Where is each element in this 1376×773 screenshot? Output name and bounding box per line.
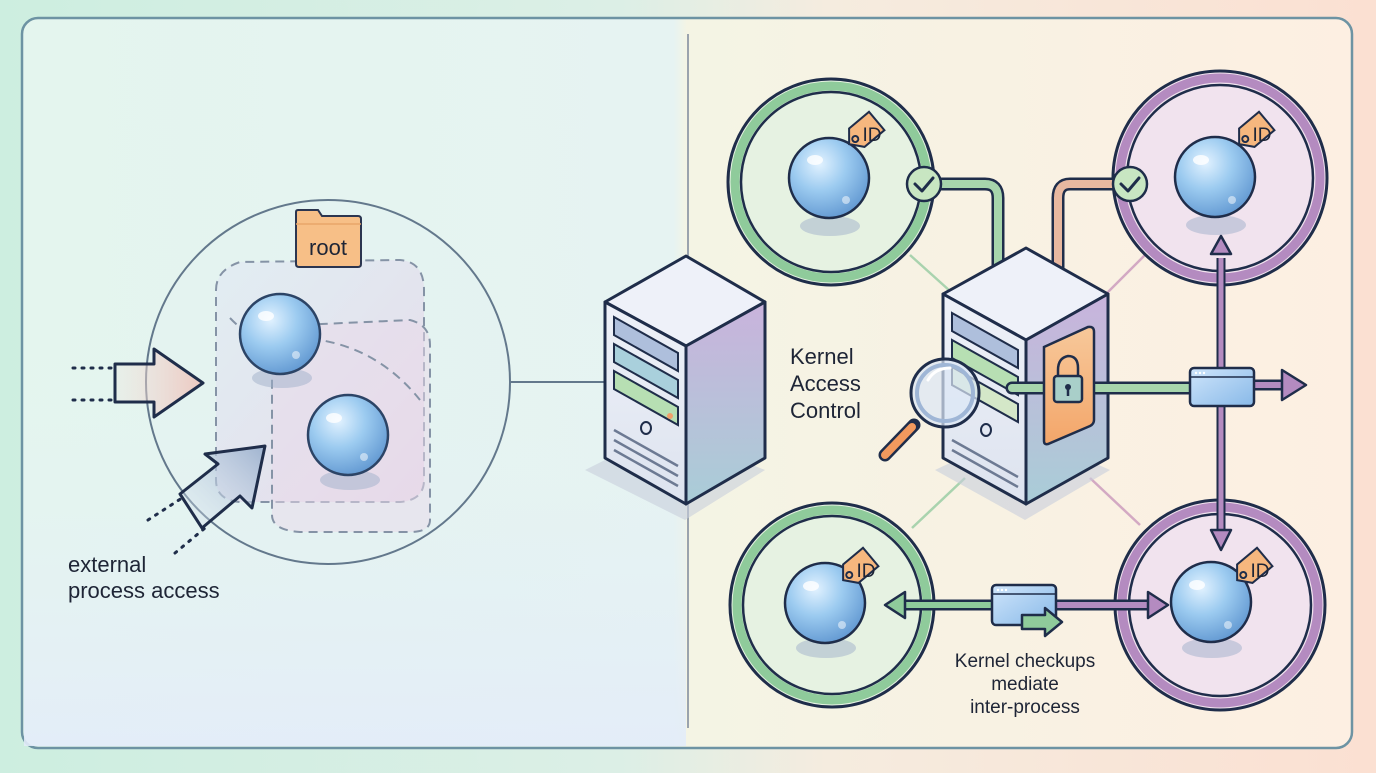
id-tag-label: ID: [1253, 125, 1272, 146]
id-tag-label: ID: [863, 125, 882, 146]
kernel-server-icon: [585, 254, 767, 520]
process-sphere: [238, 292, 322, 388]
external-access-arrow: [71, 347, 205, 419]
green-forward-arrow: [1020, 606, 1064, 638]
id-tag-icon: [848, 110, 886, 148]
lock-icon: [1042, 325, 1096, 446]
id-tag-label: ID: [1251, 561, 1270, 582]
ipc-arrow-right: [1055, 590, 1170, 620]
ipc-caption-line3: inter-process: [970, 697, 1080, 718]
root-folder-label: root: [309, 235, 347, 260]
id-tag-icon: [842, 546, 880, 584]
message-window-icon: [1188, 366, 1256, 408]
root-folder-icon: root: [295, 209, 362, 268]
process-sphere: [1169, 560, 1253, 658]
purple-arrow-right: [1250, 368, 1308, 402]
process-sphere: [306, 393, 390, 490]
process-sphere: [1173, 135, 1257, 235]
id-tag-icon: [1238, 110, 1276, 148]
external-access-caption-line2: process access: [68, 578, 220, 603]
id-tag-icon: [1236, 546, 1274, 584]
external-access-arrow-diagonal: [146, 444, 267, 555]
external-access-caption-line1: external: [68, 552, 146, 577]
kernel-title-line3: Control: [790, 398, 861, 423]
process-sphere: [783, 561, 867, 658]
kernel-title-line1: Kernel: [790, 344, 854, 369]
magnifier-icon: [878, 357, 981, 462]
process-sphere: [787, 136, 871, 236]
green-pipe: [933, 177, 1005, 352]
ipc-arrow-left: [883, 590, 995, 620]
orange-pipe: [1051, 177, 1122, 352]
kernel-title-line2: Access: [790, 371, 861, 396]
left-section: root external process access: [68, 199, 605, 603]
id-tag-label: ID: [857, 561, 876, 582]
check-icon: [1111, 165, 1149, 203]
ipc-caption-line1: Kernel checkups: [955, 651, 1095, 672]
ipc-caption-line2: mediate: [991, 674, 1059, 695]
check-icon: [905, 165, 943, 203]
